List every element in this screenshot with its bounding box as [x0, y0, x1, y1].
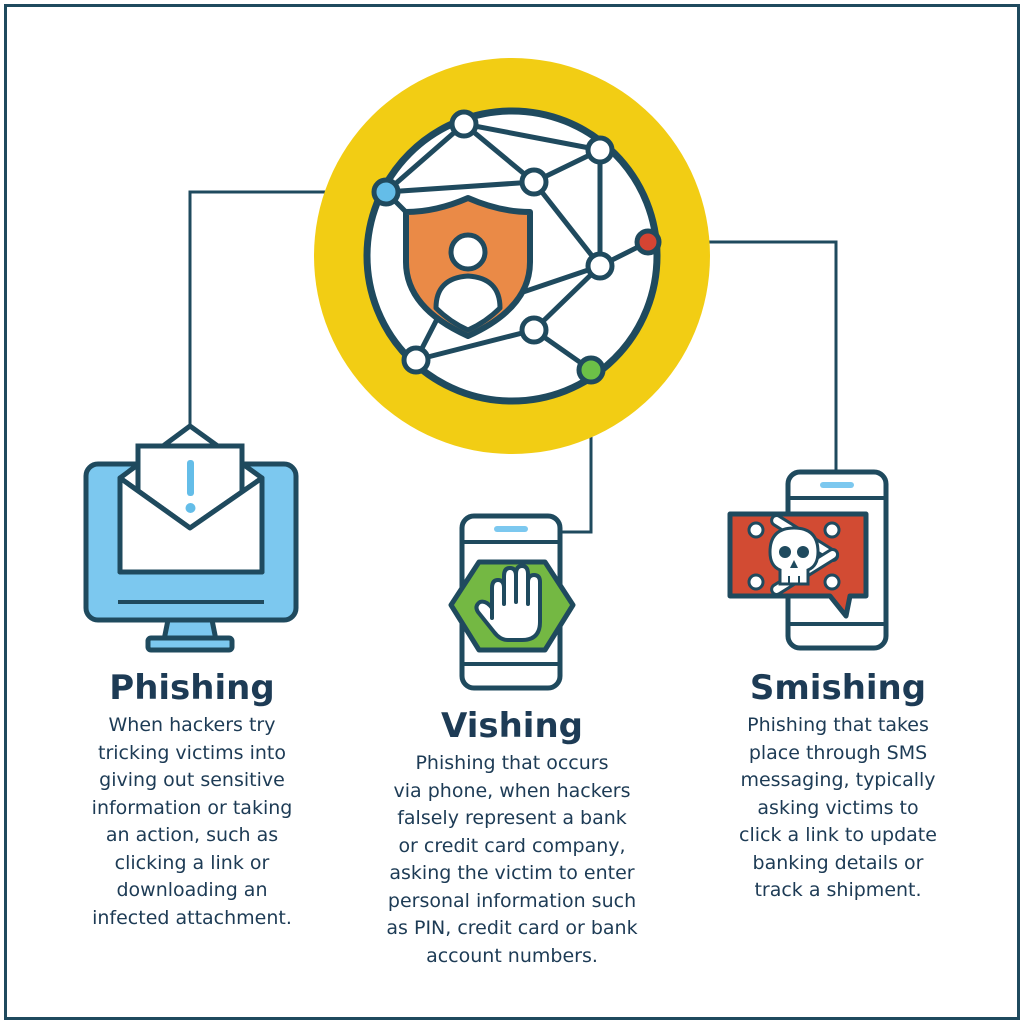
- user-head: [448, 232, 488, 272]
- phone-skull-message-icon: [727, 469, 889, 651]
- phishing-section: Phishing When hackers try tricking victi…: [60, 668, 324, 932]
- smishing-title: Smishing: [749, 668, 927, 708]
- vishing-section: Vishing Phishing that occurs via phone, …: [362, 706, 662, 970]
- smishing-line: Phishing that takes: [747, 714, 929, 736]
- shield-user-icon: [403, 195, 533, 339]
- vishing-line: Phishing that occurs: [415, 752, 609, 774]
- node: [519, 167, 549, 197]
- smishing-line: messaging, typically: [740, 769, 936, 791]
- vishing-line: asking the victim to enter: [389, 862, 635, 884]
- monitor-base: [145, 635, 235, 653]
- smishing-section: Smishing Phishing that takes place throu…: [706, 668, 970, 905]
- node-red: [634, 228, 662, 256]
- phishing-line: clicking a link or: [114, 851, 270, 874]
- smishing-line: place through SMS: [748, 741, 928, 764]
- vishing-line: account numbers.: [426, 944, 598, 967]
- user-body: [433, 273, 503, 333]
- phishing-title: Phishing: [109, 668, 275, 708]
- node: [585, 251, 615, 281]
- monitor-email-alert-icon: [83, 423, 299, 653]
- bone-end: [823, 521, 841, 539]
- vishing-line: as PIN, credit card or bank: [386, 917, 638, 939]
- skull: [768, 526, 820, 586]
- node-green: [576, 355, 606, 385]
- connector-smishing: [648, 240, 838, 472]
- smishing-line: track a shipment.: [754, 879, 922, 901]
- vishing-line: or credit card company,: [398, 834, 626, 857]
- smishing-description: Phishing that takes place through SMS me…: [706, 712, 970, 905]
- skull-nose: [790, 560, 798, 568]
- bone-end: [747, 521, 765, 539]
- node: [401, 345, 431, 375]
- bone-end: [823, 573, 841, 591]
- network-nodes: [371, 109, 662, 385]
- phishing-line: an action, such as: [105, 824, 279, 846]
- connector-phishing: [188, 190, 386, 428]
- phishing-line: information or taking: [91, 796, 293, 819]
- vishing-line: personal information such: [387, 889, 637, 912]
- bone-end: [747, 573, 765, 591]
- phishing-line: When hackers try: [108, 714, 276, 736]
- smishing-line: banking details or: [752, 851, 924, 874]
- skull-eye: [797, 546, 809, 558]
- phishing-line: infected attachment.: [92, 906, 292, 929]
- phishing-line: giving out sensitive: [99, 769, 285, 791]
- phone-speaker: [494, 526, 528, 532]
- stop-hand: [474, 564, 542, 642]
- smishing-line: click a link to update: [739, 824, 937, 846]
- phishing-description: When hackers try tricking victims into g…: [60, 712, 324, 932]
- smishing-line: asking victims to: [757, 796, 919, 819]
- vishing-line: via phone, when hackers: [393, 779, 631, 802]
- vishing-title: Vishing: [440, 706, 583, 746]
- phishing-line: downloading an: [116, 879, 268, 901]
- skull-crossbones-icon: [747, 514, 841, 596]
- node: [519, 315, 549, 345]
- node: [585, 135, 615, 165]
- phone-stop-hand-icon: [448, 513, 576, 691]
- network-globe-icon: [314, 58, 710, 454]
- phishing-line: tricking victims into: [98, 741, 286, 764]
- envelope-front: [117, 475, 265, 575]
- exclamation-dot: [185, 503, 196, 513]
- node: [449, 109, 479, 139]
- skull-eye: [779, 546, 791, 558]
- phone-speaker: [820, 482, 854, 488]
- vishing-line: falsely represent a bank: [397, 807, 627, 829]
- node-blue: [371, 177, 401, 207]
- exclamation-bar: [187, 460, 194, 496]
- outer-border: [4, 4, 1020, 1020]
- vishing-description: Phishing that occurs via phone, when hac…: [362, 750, 662, 970]
